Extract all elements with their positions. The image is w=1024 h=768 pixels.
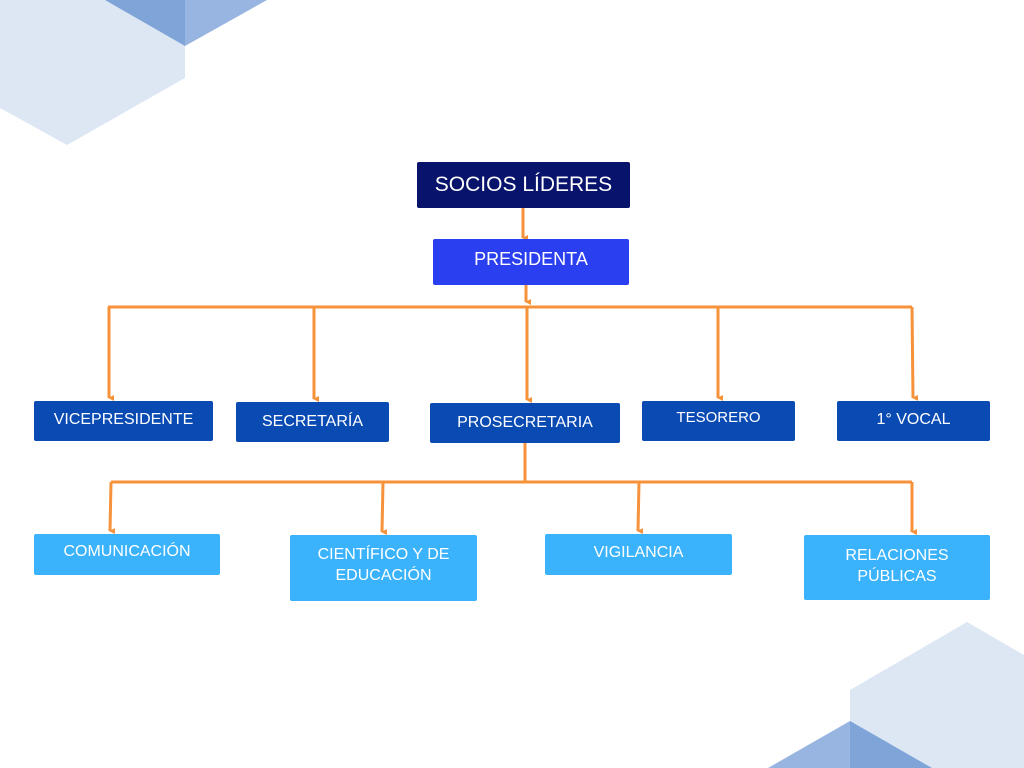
node-label: CIENTÍFICO Y DE EDUCACIÓN — [317, 546, 450, 584]
node-presidenta: PRESIDENTA — [433, 239, 629, 285]
node-secretaria: SECRETARÍA — [236, 402, 389, 442]
node-label: PROSECRETARIA — [457, 413, 593, 431]
node-label: 1° VOCAL — [876, 410, 951, 428]
node-vigilancia: VIGILANCIA — [545, 534, 732, 575]
node-comunicacion: COMUNICACIÓN — [34, 534, 220, 575]
node-tesorero: TESORERO — [642, 401, 795, 441]
hexagon-top-left-mid — [185, 0, 267, 46]
node-label: VICEPRESIDENTE — [53, 410, 194, 428]
node-label: TESORERO — [676, 409, 761, 427]
node-prosecretaria: PROSECRETARIA — [430, 403, 620, 443]
connector-to-vocal — [910, 306, 919, 401]
node-label: COMUNICACIÓN — [63, 543, 191, 561]
node-cientifico-y-de-educacion: CIENTÍFICO Y DE EDUCACIÓN — [290, 535, 477, 601]
connector-to-vigilancia — [636, 481, 644, 535]
hexagon-bottom-right-light — [850, 622, 1024, 768]
node-label: PRESIDENTA — [474, 249, 588, 270]
node-label: SECRETARÍA — [261, 412, 364, 430]
node-label: RELACIONES PÚBLICAS — [845, 546, 949, 585]
node-label: VIGILANCIA — [593, 543, 684, 561]
connector-to-comunicacion — [108, 481, 116, 535]
hexagon-top-left-light — [0, 0, 185, 145]
connector-to-cientifico — [380, 481, 388, 536]
hexagon-top-left-dark — [105, 0, 185, 46]
hexagon-bottom-right-mid — [768, 721, 850, 768]
node-socios-lideres: SOCIOS LÍDERES — [417, 162, 630, 208]
node-label: SOCIOS LÍDERES — [434, 173, 613, 197]
node-relaciones-publicas: RELACIONES PÚBLICAS — [804, 535, 990, 600]
node-vicepresidente: VICEPRESIDENTE — [34, 401, 213, 441]
node-1-vocal: 1° VOCAL — [837, 401, 990, 441]
hexagon-bottom-right-dark — [850, 721, 932, 768]
